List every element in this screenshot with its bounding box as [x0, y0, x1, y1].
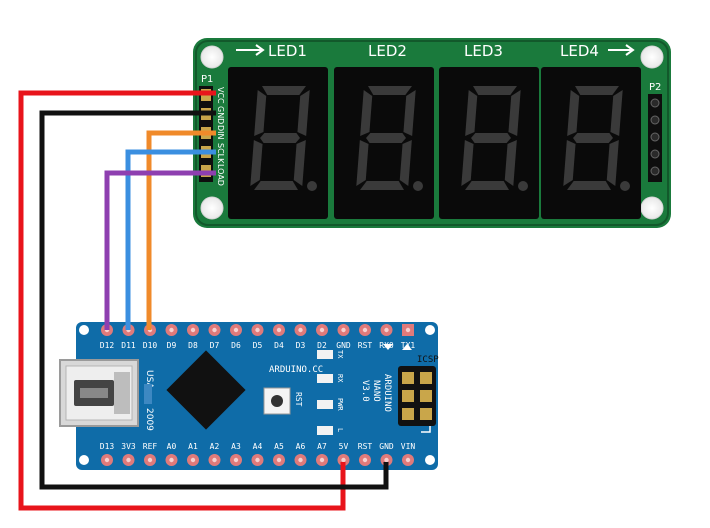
mounting-hole	[200, 196, 224, 220]
wire-load-d10	[146, 130, 216, 330]
usa-label: USA	[144, 370, 154, 389]
pin-label-bottom: GND	[379, 442, 394, 451]
board-name-line: V3.0	[360, 380, 370, 402]
seven-segment-digit	[541, 67, 641, 219]
pin-label-top: D10	[143, 341, 158, 350]
pin-label-bottom: A0	[167, 442, 177, 451]
header-label-p1: P1	[201, 74, 213, 85]
reset-button[interactable]	[263, 387, 291, 415]
pin-label-top: D11	[121, 341, 136, 350]
pin-label-bottom: D13	[100, 442, 115, 451]
pin-label-bottom: A3	[231, 442, 241, 451]
decimal-point	[620, 181, 630, 191]
icsp-label: ICSP	[417, 355, 439, 365]
led-pwr	[317, 400, 333, 409]
board-name-line: NANO	[371, 380, 381, 402]
pin-label-bottom: A4	[253, 442, 263, 451]
mounting-hole	[425, 325, 435, 335]
brand-label: ARDUINO.CC	[269, 365, 323, 375]
led-rx	[317, 374, 333, 383]
pin-label-top: GND	[336, 341, 351, 350]
led-label-pwr: PWR	[336, 398, 344, 411]
wire-vcc-5v	[18, 90, 346, 511]
pin-label-top: D9	[167, 341, 177, 350]
pin-label-load: LOAD	[216, 164, 225, 186]
seven-segment-digit	[228, 67, 328, 219]
decimal-point	[518, 181, 528, 191]
arduino-nano: USA 2009 RST ARDUINO.CC TX RX PWR L ARDU…	[59, 322, 439, 470]
mounting-hole	[79, 325, 89, 335]
wire-gnd-gnd	[39, 110, 389, 490]
usb-connector	[59, 359, 139, 427]
pin-label-bottom: REF	[143, 442, 158, 451]
nano-pcb	[76, 322, 438, 470]
pin-label-top: D2	[317, 341, 327, 350]
arrow-right-icon	[236, 44, 265, 56]
icsp-header	[398, 366, 436, 426]
led-label-rx: RX	[336, 374, 344, 383]
microcontroller-chip	[166, 350, 246, 430]
pin-label-bottom: A1	[188, 442, 198, 451]
digit-label: LED2	[368, 42, 407, 60]
led-label-l: L	[336, 428, 344, 432]
pin-label-gnd: GND	[216, 106, 225, 124]
reset-label: RST	[294, 392, 303, 407]
wire-sclk-d11	[125, 149, 216, 330]
decimal-point	[307, 181, 317, 191]
pin-label-bottom: A5	[274, 442, 284, 451]
display-module: LED1 LED2 LED3 LED4 P1 P2 VCC GND DIN SC…	[193, 38, 671, 228]
decimal-point	[413, 181, 423, 191]
header-label-p2: P2	[649, 82, 661, 93]
year-label: 2009	[144, 408, 154, 431]
led-tx	[317, 350, 333, 359]
mounting-hole	[79, 455, 89, 465]
triangle-marker-icon	[402, 344, 412, 350]
pin-label-top: D4	[274, 341, 284, 350]
pin-label-bottom: RST	[358, 442, 373, 451]
pin-label-bottom: 3V3	[121, 442, 136, 451]
pin-label-top: TX1	[401, 341, 416, 350]
mounting-hole	[200, 45, 224, 69]
pin-label-bottom: 5V	[339, 442, 349, 451]
pin-label-vcc: VCC	[216, 87, 225, 104]
led-l	[317, 426, 333, 435]
pin-label-sclk: SCLK	[216, 143, 225, 164]
pin-label-top: D7	[210, 341, 220, 350]
pin-label-top: D5	[253, 341, 263, 350]
pin-label-bottom: VIN	[401, 442, 416, 451]
digit-label: LED4	[560, 42, 599, 60]
pin-label-bottom: A7	[317, 442, 327, 451]
pin-label-top: D6	[231, 341, 241, 350]
digit-label: LED1	[268, 42, 307, 60]
triangle-marker-icon	[383, 344, 393, 350]
wires	[18, 90, 389, 511]
digit-label: LED3	[464, 42, 503, 60]
mounting-hole	[425, 455, 435, 465]
mounting-hole	[640, 45, 664, 69]
seven-segment-digit	[334, 67, 434, 219]
output-header	[648, 94, 662, 182]
pin-label-top: D12	[100, 341, 115, 350]
seven-segment-digit	[439, 67, 539, 219]
pin-label-top: RX0	[379, 341, 394, 350]
board-name-line: ARDUINO	[382, 374, 392, 412]
pin-label-bottom: A6	[296, 442, 306, 451]
arrow-right-icon	[608, 44, 635, 56]
pin-label-top: D3	[296, 341, 306, 350]
wire-din-d12	[104, 170, 216, 330]
mounting-hole	[640, 196, 664, 220]
pin-label-bottom: A2	[210, 442, 220, 451]
led-label-tx: TX	[336, 350, 344, 359]
pin-label-top: RST	[358, 341, 373, 350]
pin-label-din: DIN	[216, 125, 225, 140]
pin-label-top: D8	[188, 341, 198, 350]
